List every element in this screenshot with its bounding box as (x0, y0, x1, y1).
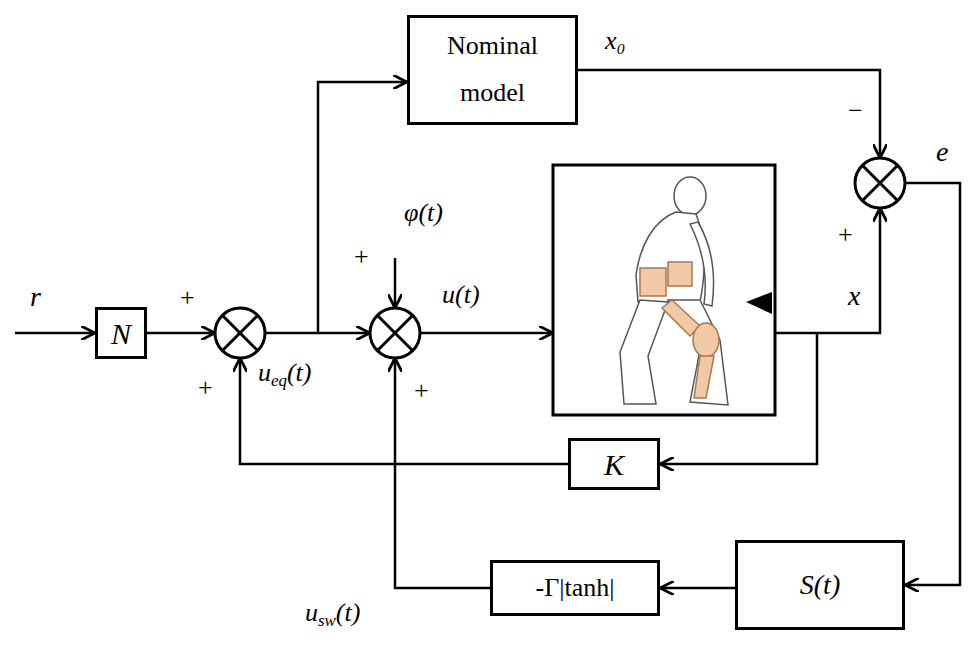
disturbance-wire (394, 258, 397, 308)
symbol-base: u (305, 598, 318, 627)
box-label: K (604, 448, 624, 481)
box-label: S(t) (800, 570, 840, 601)
junction-circle (855, 158, 905, 208)
signal-label: r (30, 283, 41, 311)
switching-box: -Γ|tanh| (490, 560, 660, 616)
box-label: N (111, 317, 131, 350)
exoskeleton-knee (693, 323, 719, 357)
branch-wire (318, 82, 407, 333)
symbol-subscript: eq (271, 371, 287, 390)
exoskeleton-shin (694, 356, 714, 398)
symbol-subscript: sw (318, 611, 336, 630)
signal-label: x (848, 282, 860, 310)
signal-label: usw(t) (305, 600, 360, 626)
junction-circle (370, 308, 420, 358)
signal-label: x₀ (605, 28, 626, 54)
junction-cross (377, 315, 413, 351)
box-label: Nominal model (433, 23, 553, 117)
feedback-wire (240, 358, 568, 464)
junction-cross (222, 315, 258, 351)
sliding-surface-box: S(t) (735, 540, 905, 630)
symbol-argument: (t) (287, 358, 312, 387)
human-arm (690, 222, 713, 306)
state-wire (775, 208, 880, 333)
summing-junction (370, 308, 420, 358)
junction-circle (215, 308, 265, 358)
model-box: Nominal model (407, 15, 578, 125)
signal-label: u(t) (442, 282, 480, 308)
error-wire (905, 183, 960, 585)
signal-label: e (936, 138, 948, 166)
input-wire (15, 332, 95, 335)
signal-label: φ(t) (404, 200, 443, 226)
signal-label: + (414, 378, 429, 404)
box-label: -Γ|tanh| (536, 574, 615, 603)
walker-part (746, 292, 772, 314)
signal-arrow (660, 587, 735, 590)
signal-label: + (198, 375, 213, 401)
plant-illustration (553, 165, 775, 415)
exoskeleton-pack (668, 262, 692, 286)
signal-label: − (848, 98, 863, 124)
symbol-base: u (258, 358, 271, 387)
signal-wire (147, 332, 215, 335)
summing-junction (855, 158, 905, 208)
plant-box (553, 165, 775, 415)
symbol-argument: (t) (336, 598, 361, 627)
signal-label: + (354, 244, 369, 270)
human-head (674, 177, 706, 215)
gain-box: N (95, 307, 147, 359)
switching-wire (395, 358, 490, 588)
junction-cross (862, 165, 898, 201)
summing-junction (215, 308, 265, 358)
signal-label: ueq(t) (258, 360, 312, 386)
signal-label: + (180, 285, 195, 311)
gain-box: K (568, 438, 660, 490)
nominal-wire (578, 70, 880, 158)
signal-label: + (838, 222, 853, 248)
exoskeleton-hip (640, 268, 666, 296)
signal-wire (420, 332, 553, 335)
human-leg (620, 300, 668, 404)
